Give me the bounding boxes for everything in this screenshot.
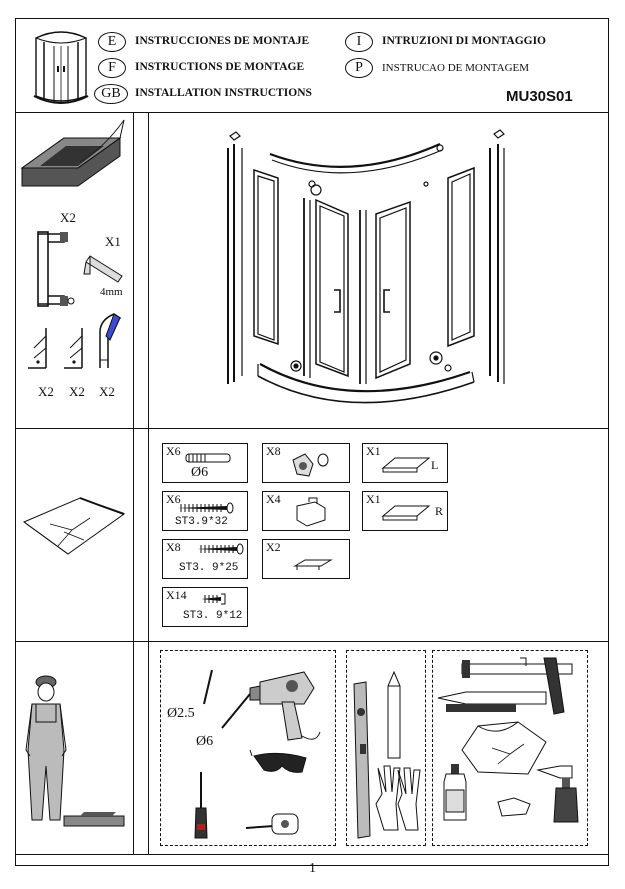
shower-enclosure-thumbnail: [33, 31, 89, 104]
divider-row2: [15, 641, 609, 642]
key-size: 4mm: [100, 286, 123, 298]
tools-group-level: [346, 650, 426, 846]
door-handle-icon: [37, 231, 75, 307]
screw-long-icon: [177, 502, 234, 514]
seal-strip-icon-1: [28, 328, 47, 369]
part-qty: X6: [166, 492, 181, 506]
part-qty: X4: [266, 492, 281, 506]
divider-left-inner: [148, 112, 149, 854]
part-qty: X2: [266, 540, 281, 554]
pencil-icon: [387, 670, 401, 759]
part-qty: X14: [166, 588, 187, 602]
divider-footer: [15, 854, 609, 855]
divider-header: [15, 112, 609, 113]
seal-qty-1: X2: [38, 384, 54, 399]
part-box-wall-plug: X6 Ø6: [162, 443, 248, 483]
part-box-screw-12: X14 ST3. 9*12: [162, 587, 248, 627]
silicone-gun-icon: [437, 657, 573, 715]
part-box-bracket-l: X1 L: [362, 443, 448, 483]
lang-badge-i: I: [345, 32, 373, 52]
screw-short-icon: [201, 593, 226, 605]
allen-key-icon: [83, 255, 123, 283]
key-qty: X1: [105, 234, 121, 249]
part-qty: X6: [166, 444, 181, 458]
tools-group-drill: [160, 650, 336, 846]
power-drill-icon: [221, 671, 321, 741]
grout-bag-icon: [461, 721, 547, 775]
part-box-screw-32: X6 ST3.9*32: [162, 491, 248, 531]
part-box-roller: X8: [262, 443, 350, 483]
page-number: 1: [309, 861, 316, 876]
part-qty: X1: [366, 444, 381, 458]
part-label: ST3. 9*12: [183, 610, 243, 622]
part-label: ST3. 9*25: [179, 562, 239, 574]
divider-row1: [15, 428, 609, 429]
divider-left: [133, 112, 134, 854]
end-cap-icon: [296, 497, 326, 527]
part-qty: X8: [166, 540, 181, 554]
safety-goggles-icon: [249, 749, 307, 773]
cloth-icon: [497, 797, 531, 817]
clip-plate-icon: [293, 559, 333, 570]
lang-text-gb: INSTALLATION INSTRUCTIONS: [135, 87, 312, 99]
part-box-screw-25: X8 ST3. 9*25: [162, 539, 248, 579]
seal-qty-3: X2: [99, 384, 115, 399]
exploded-enclosure-diagram: [227, 129, 505, 404]
tools-group-sealant: [432, 650, 588, 846]
part-label: ST3.9*32: [175, 516, 228, 528]
lang-badge-e: E: [98, 32, 126, 52]
screw-medium-icon: [197, 543, 244, 555]
handle-qty: X2: [60, 210, 76, 225]
wall-plug-icon: [185, 453, 231, 463]
seal-qty-2: X2: [69, 384, 85, 399]
part-qty: X8: [266, 444, 281, 458]
part-box-cap: X4: [262, 491, 350, 531]
shower-tray-icon: [20, 119, 125, 187]
part-label: Ø6: [191, 465, 209, 480]
roller-icon: [292, 453, 329, 477]
gloves-icon: [375, 765, 421, 831]
installer-figure: [25, 675, 125, 827]
seal-strip-icon-2: [64, 328, 83, 369]
page-frame: [15, 18, 609, 866]
parts-bag-icon: [22, 497, 126, 555]
lang-text-f: INSTRUCTIONS DE MONTAGE: [135, 61, 305, 73]
cleaner-bottle-icon: [443, 764, 467, 821]
lang-badge-gb: GB: [94, 84, 128, 104]
part-qty: X1: [366, 492, 381, 506]
bracket-right-icon: [381, 505, 431, 521]
bit-large-label: Ø6: [196, 734, 214, 749]
part-label: L: [431, 458, 439, 472]
lang-text-i: INTRUZIONI DI MONTAGGIO: [382, 35, 546, 47]
tape-measure-icon: [245, 813, 299, 835]
lang-text-p: INSTRUCAO DE MONTAGEM: [382, 62, 530, 74]
magnetic-seal-icon: [99, 313, 122, 368]
bracket-left-icon: [381, 457, 431, 473]
model-number: MU30S01: [506, 88, 573, 105]
spirit-level-icon: [353, 681, 371, 839]
lang-badge-f: F: [98, 58, 126, 78]
spray-bottle-icon: [536, 765, 579, 823]
lang-text-e: INSTRUCCIONES DE MONTAJE: [135, 35, 310, 47]
drill-bit-icon: [203, 669, 213, 705]
lang-badge-p: P: [345, 58, 373, 78]
bit-small-label: Ø2.5: [167, 706, 195, 721]
part-label: R: [435, 504, 444, 518]
part-box-bracket-r: X1 R: [362, 491, 448, 531]
screwdriver-icon: [194, 772, 208, 839]
part-box-clip: X2: [262, 539, 350, 579]
